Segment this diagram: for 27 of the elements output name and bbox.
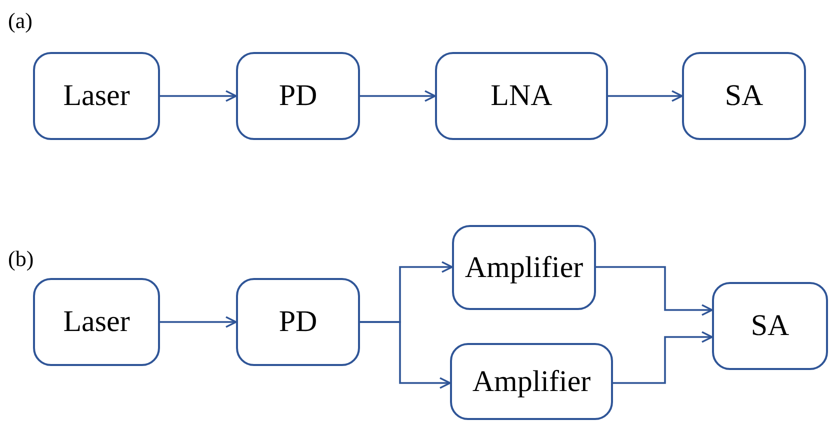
process-box [452, 225, 596, 310]
box-label: LNA [490, 79, 552, 113]
box-label: SA [750, 309, 790, 343]
box-label: SA [724, 79, 764, 113]
arrow [596, 266, 713, 316]
box-label: PD [278, 79, 318, 113]
arrow [613, 331, 713, 384]
box-label: Laser [63, 305, 130, 339]
arrow [160, 90, 237, 102]
panel-label: (a) [8, 8, 32, 34]
process-box [236, 278, 360, 366]
arrow [360, 90, 436, 102]
box-label: PD [278, 305, 318, 339]
box-label: Amplifier [464, 250, 584, 284]
arrow [360, 321, 451, 389]
process-box [682, 52, 806, 140]
process-box [435, 52, 608, 140]
arrow [608, 90, 683, 102]
process-box [450, 343, 613, 420]
process-box [33, 52, 160, 140]
panel-label: (b) [8, 246, 34, 272]
box-label: Amplifier [472, 364, 591, 398]
process-box [712, 282, 828, 370]
process-box [33, 278, 160, 366]
process-box [236, 52, 360, 140]
box-label: Laser [63, 79, 130, 113]
arrow [160, 316, 237, 328]
